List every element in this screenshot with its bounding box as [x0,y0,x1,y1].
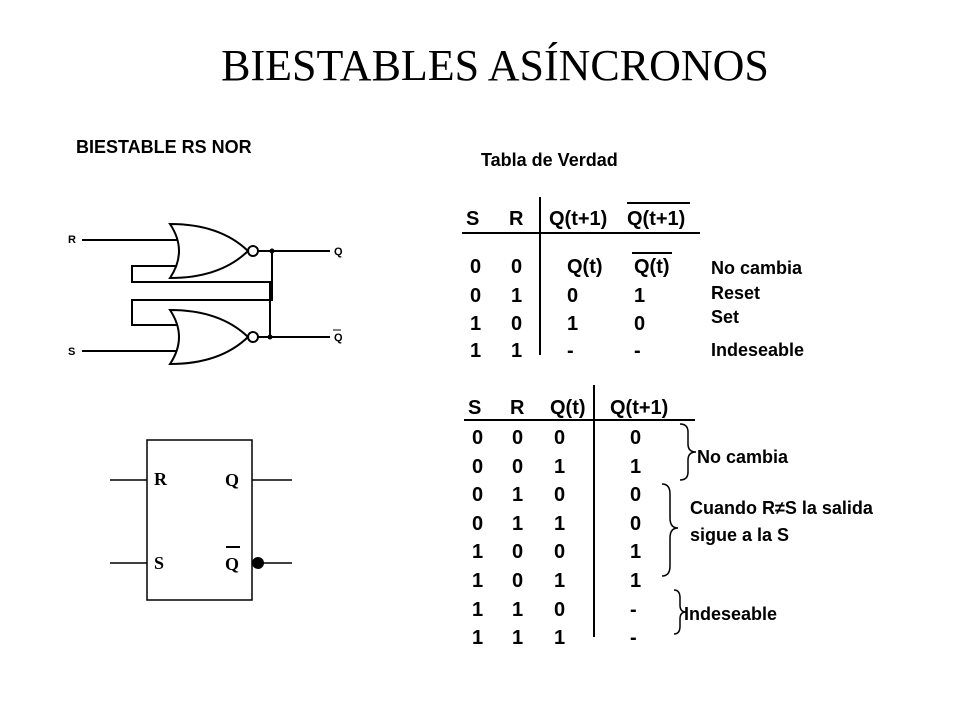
braces [661,423,697,635]
table1-cell: 0 [634,313,646,335]
block-label-qbar: Q [225,554,239,574]
block-label-q: Q [225,470,239,490]
table2-cell: 1 [554,456,566,478]
table-title: Tabla de Verdad [481,150,618,170]
table2-cell: 0 [512,427,524,449]
rs-nor-circuit [82,222,330,366]
table2-header: R [510,397,525,419]
wire-feedback-q [131,251,273,326]
nor-gate-lower [168,308,250,366]
table1-header: Q(t+1) [627,208,686,230]
brace-follow-s [661,483,679,577]
note-follow-line1: Cuando R≠S la salida [690,498,873,518]
junction-q [269,248,275,254]
table1-header: Q(t+1) [549,208,608,230]
nor-gate-upper [168,222,250,280]
wire-feedback-qbar [131,265,271,337]
rs-block [110,439,292,601]
table1-note: Reset [711,283,761,303]
circuit-label-s: S [68,346,75,358]
rs-block-box [146,439,253,601]
brace-no-change [679,423,697,481]
circuit-label-r: R [68,234,76,246]
table2-cell: 1 [630,541,642,563]
table2-cell: 1 [472,541,484,563]
table2-cell: 0 [554,427,566,449]
table1-note: Set [711,307,740,327]
table2-cell: 0 [472,513,484,535]
table2-cell: 0 [554,599,566,621]
table1-cell: 1 [470,313,482,335]
table2-cell: 0 [512,570,524,592]
table1-cell: 0 [567,285,579,307]
table1-header: R [509,208,524,230]
table1-lines [462,197,700,355]
nor-bubble-upper [247,245,259,257]
page-title: BIESTABLES ASÍNCRONOS [221,41,769,90]
table2-cell: 0 [630,484,642,506]
table1-cell: - [567,340,574,362]
table1-cell: 0 [470,285,482,307]
table1-cell: 0 [470,256,482,278]
note-undesired: Indeseable [684,604,778,624]
table2-cell: 1 [472,627,484,649]
table2-cell: - [630,599,637,621]
section-title: BIESTABLE RS NOR [76,137,252,157]
block-qbar-bubble [252,557,264,569]
table2-header: Q(t) [550,397,586,419]
table2-cell: 0 [630,513,642,535]
table2-cell: 0 [630,427,642,449]
table1-cell: Q(t) [634,256,670,278]
block-label-r: R [154,469,168,489]
block-label-s: S [154,553,164,573]
table1-cell: 0 [511,256,523,278]
table1-cell: 1 [511,340,523,362]
table2-cell: 1 [630,570,642,592]
nor-bubble-lower [247,331,259,343]
table1-cell: 1 [634,285,646,307]
table1-cell: 0 [511,313,523,335]
brace-undesired [673,589,687,635]
table2-cell: 0 [472,484,484,506]
note-follow-line2: sigue a la S [690,525,790,545]
table2-cell: - [630,627,637,649]
table2-cell: 1 [512,627,524,649]
table2-cell: 0 [512,541,524,563]
note-no-change: No cambia [697,447,789,467]
junction-qbar [267,334,273,340]
table1-cell: - [634,340,641,362]
table1-cell: Q(t) [567,256,603,278]
table2-lines [464,385,695,637]
table2-cell: 0 [512,456,524,478]
table2-cell: 0 [554,541,566,563]
circuit-label-qbar: Q [334,332,343,344]
table1-note: No cambia [711,258,803,278]
table1-header: S [466,208,480,230]
table2-cell: 0 [472,456,484,478]
table1-note: Indeseable [711,340,805,360]
table2-header: S [468,397,482,419]
table2-cell: 0 [472,427,484,449]
table2-cell: 1 [512,484,524,506]
table2-cell: 1 [554,627,566,649]
table2-cell: 0 [554,484,566,506]
table2-cell: 1 [512,599,524,621]
table2-cell: 1 [630,456,642,478]
table2-cell: 1 [472,570,484,592]
table2-cell: 1 [554,570,566,592]
table1-cell: 1 [567,313,579,335]
table2-cell: 1 [472,599,484,621]
table2-cell: 1 [554,513,566,535]
table1-cell: 1 [470,340,482,362]
table1-cell: 1 [511,285,523,307]
circuit-label-q: Q [334,246,343,258]
table2-cell: 1 [512,513,524,535]
table2-header: Q(t+1) [610,397,669,419]
